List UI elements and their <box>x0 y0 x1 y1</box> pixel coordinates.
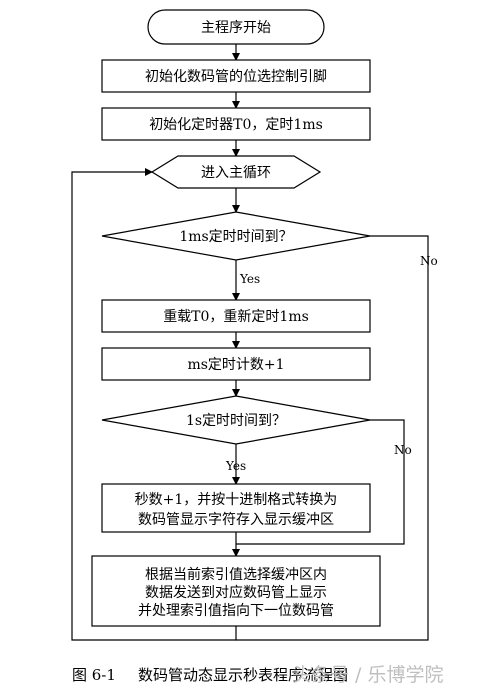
ms-count-process: ms定时计数+1 <box>101 347 371 381</box>
init-pins-label: 初始化数码管的位选控制引脚 <box>145 68 327 85</box>
check-1s-label: 1s定时时间到？ <box>186 413 286 429</box>
ms-count-label: ms定时计数+1 <box>187 357 284 373</box>
init-timer-label: 初始化定时器T0，定时1ms <box>149 116 323 133</box>
seconds-update-line-1: 秒数+1，并按十进制格式转换为 <box>135 491 338 508</box>
seconds-update-process: 秒数+1，并按十进制格式转换为 数码管显示字符存入显示缓冲区 <box>101 483 371 533</box>
yes-1s-label: Yes <box>225 459 246 473</box>
start-terminal: 主程序开始 <box>147 9 325 45</box>
seconds-update-line-2: 数码管显示字符存入显示缓冲区 <box>138 512 334 528</box>
figure-caption: 图 6-1 数码管动态显示秒表程序流程图 <box>72 664 348 685</box>
reload-timer-label: 重载T0，重新定时1ms <box>163 309 309 325</box>
main-loop-label: 进入主循环 <box>201 165 271 181</box>
reload-timer-process: 重载T0，重新定时1ms <box>101 299 371 333</box>
main-loop-node: 进入主循环 <box>150 155 322 189</box>
check-1ms-label: 1ms定时时间到？ <box>179 229 292 245</box>
display-update-line-2: 数据发送到对应数码管上显示 <box>145 584 327 601</box>
yes-1ms-label: Yes <box>239 272 260 286</box>
no-1s-label: No <box>394 443 412 457</box>
edge-loop-back <box>71 168 237 641</box>
figure-number: 图 6-1 <box>72 666 116 684</box>
start-label: 主程序开始 <box>201 20 271 36</box>
no-1ms-label: No <box>420 254 438 268</box>
init-pins-process: 初始化数码管的位选控制引脚 <box>101 59 371 93</box>
check-1s-decision: 1s定时时间到？ <box>101 395 371 445</box>
display-update-line-1: 根据当前索引值选择缓冲区内 <box>145 566 327 583</box>
edge-1ms-no <box>236 235 429 641</box>
display-update-process: 根据当前索引值选择缓冲区内 数据发送到对应数码管上显示 并处理索引值指向下一位数… <box>91 555 381 627</box>
display-update-line-3: 并处理索引值指向下一位数码管 <box>138 602 334 619</box>
check-1ms-decision: 1ms定时时间到？ <box>101 211 371 261</box>
edge-1s-no <box>236 419 405 545</box>
watermark: 头条号 / 乐博学院 <box>292 664 444 686</box>
init-timer-process: 初始化定时器T0，定时1ms <box>101 107 371 141</box>
figure-title: 数码管动态显示秒表程序流程图 <box>137 666 348 684</box>
